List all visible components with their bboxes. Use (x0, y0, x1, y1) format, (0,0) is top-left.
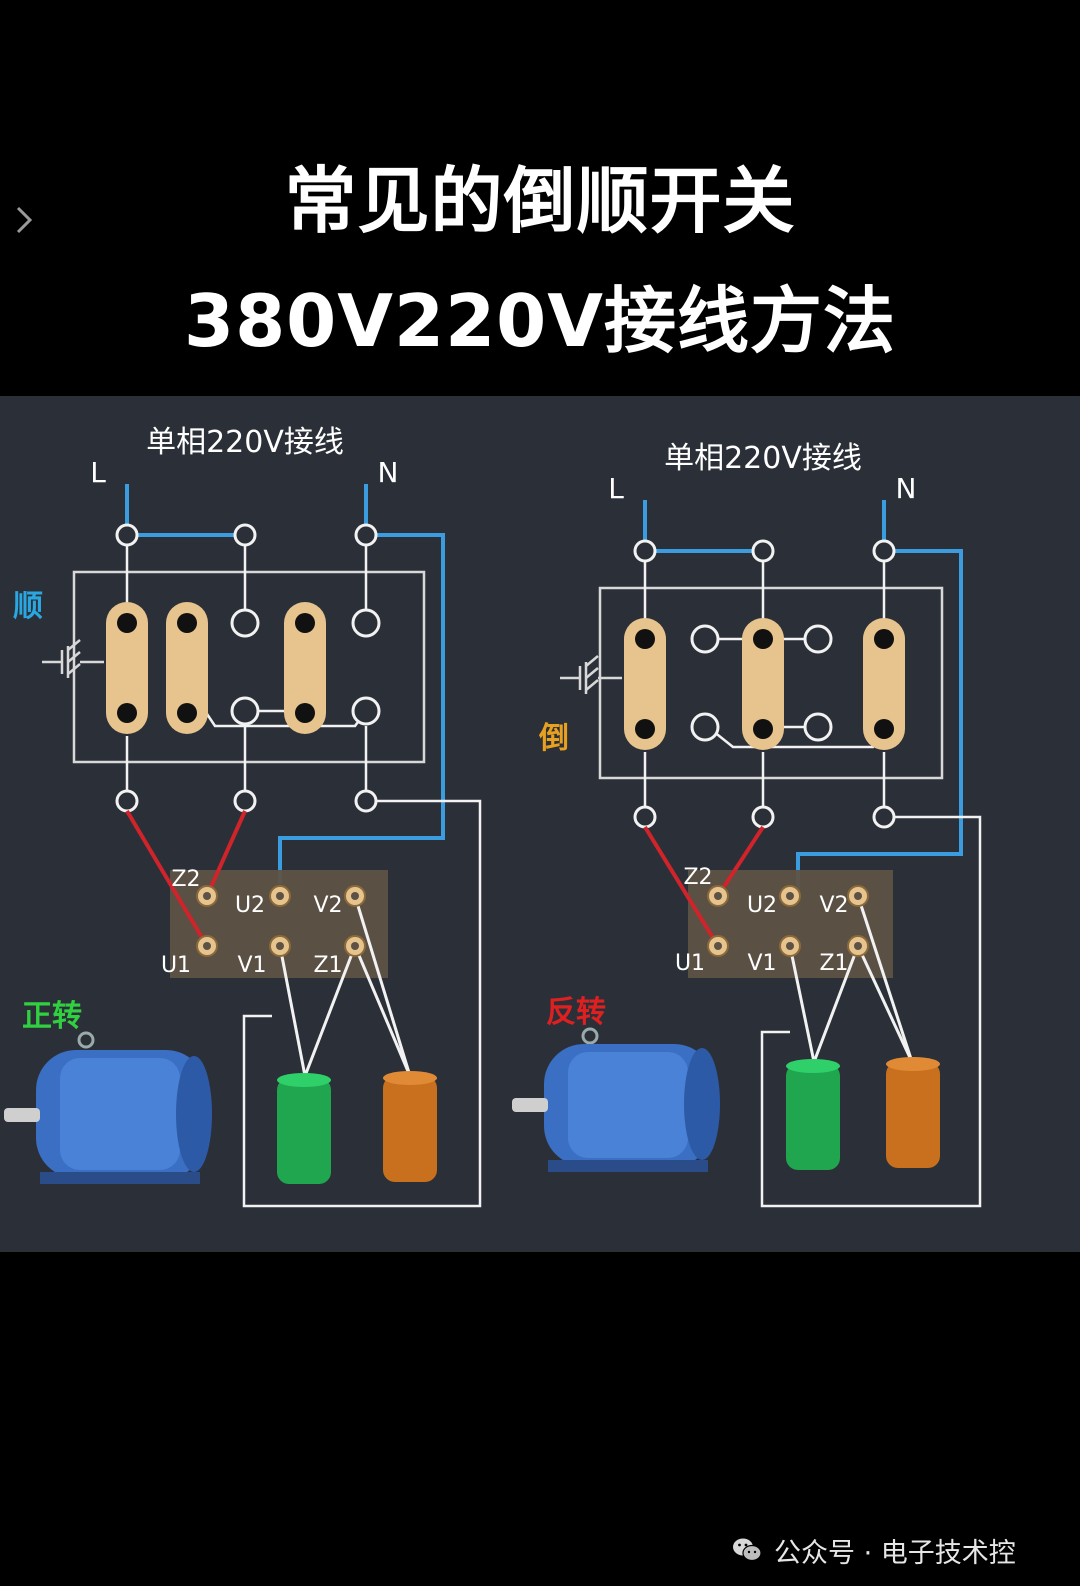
diagram-forward: 单相220V接线 L N 顺 (4, 425, 482, 1208)
terminal-v1: V1 (237, 953, 266, 978)
mode-label: 倒 (538, 721, 569, 756)
wire-red (125, 809, 247, 948)
label-n: N (896, 472, 917, 505)
watermark-text: 公众号 · 电子技术控 (774, 1537, 1016, 1569)
terminal-u1: U1 (675, 951, 705, 976)
wire-white (643, 562, 982, 1208)
rotation-label: 正转 (22, 999, 82, 1034)
ground-icon (42, 639, 104, 678)
terminal-z2: Z2 (683, 865, 712, 890)
wechat-icon (733, 1538, 762, 1562)
terminal-screws (196, 885, 366, 957)
watermark: 公众号 · 电子技术控 (732, 1528, 1016, 1572)
capacitor-orange (886, 1057, 940, 1168)
wire-blue (125, 484, 445, 884)
diagram-heading: 单相220V接线 (146, 425, 344, 460)
wiring-diagram: 单相220V接线 L N 顺 (0, 396, 1080, 1252)
terminal-v2: V2 (313, 893, 342, 918)
switch-terminals (633, 539, 896, 829)
switch-housing (598, 586, 944, 780)
capacitor-green (277, 1073, 331, 1184)
ground-icon (560, 655, 622, 694)
wire-white-caps (788, 895, 914, 1063)
terminal-u2: U2 (747, 893, 777, 918)
terminal-z1: Z1 (819, 951, 848, 976)
terminal-u1: U1 (161, 953, 191, 978)
page-title-line-1: 常见的倒顺开关 (284, 159, 796, 243)
page-title-line-2: 380V220V接线方法 (183, 279, 897, 363)
contact-bars (624, 618, 905, 750)
diagram-reverse: 单相220V接线 L N 倒 (512, 441, 982, 1208)
capacitor-green (786, 1059, 840, 1170)
terminal-u2: U2 (235, 893, 265, 918)
wire-blue (643, 500, 963, 900)
chevron-right-icon[interactable] (8, 196, 40, 244)
terminal-v1: V1 (747, 951, 776, 976)
terminal-screws (707, 885, 869, 957)
terminal-v2: V2 (819, 893, 848, 918)
switch-terminals (115, 523, 381, 813)
switch-housing (72, 570, 426, 764)
terminal-z1: Z1 (313, 953, 342, 978)
wire-red (643, 825, 765, 948)
rotation-label: 反转 (546, 995, 606, 1030)
label-n: N (378, 456, 399, 489)
motor-icon (4, 1031, 212, 1184)
diagram-heading: 单相220V接线 (664, 441, 862, 476)
wire-white-caps (278, 895, 412, 1077)
capacitor-orange (383, 1071, 437, 1182)
motor-icon (512, 1027, 720, 1172)
contact-bars (106, 602, 326, 734)
mode-label: 顺 (13, 589, 43, 624)
label-l: L (608, 472, 624, 505)
label-l: L (90, 456, 106, 489)
terminal-z2: Z2 (171, 867, 200, 892)
